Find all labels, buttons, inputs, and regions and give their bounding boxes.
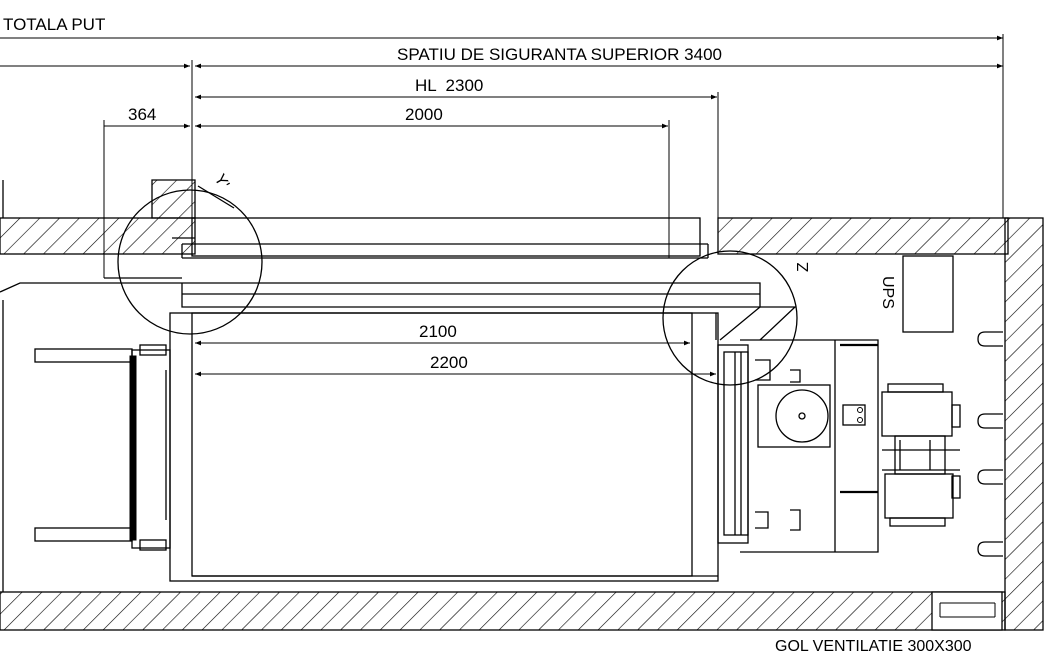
bottom-slab — [0, 591, 1006, 631]
label-safety-space: SPATIU DE SIGURANTA SUPERIOR 3400 — [397, 45, 722, 64]
label-detail-z: Z — [795, 262, 812, 272]
top-left-slab — [0, 217, 196, 255]
label-ventilation: GOL VENTILATIE 300X300 — [775, 638, 972, 653]
machine-assembly — [717, 339, 961, 553]
wall-brackets — [977, 331, 1003, 557]
top-right-slab — [717, 217, 1009, 255]
ups-box: UPS — [879, 255, 954, 333]
label-2100: 2100 — [419, 322, 457, 341]
label-2200: 2200 — [430, 353, 468, 372]
right-wall — [1004, 217, 1044, 631]
slab-step — [151, 179, 196, 219]
hatched-walls — [0, 179, 1044, 631]
label-hl: HL 2300 — [415, 76, 483, 95]
landing-door-lines — [0, 217, 797, 341]
left-guide-assembly — [34, 344, 171, 551]
label-detail-y: Y' — [211, 172, 233, 192]
label-364: 364 — [128, 105, 156, 124]
detail-circle-y — [117, 189, 263, 335]
dimension-lines — [0, 34, 1004, 377]
ups-label: UPS — [879, 276, 896, 309]
label-total-height: TOTALA PUT — [3, 15, 105, 34]
drawing-labels: TOTALA PUT SPATIU DE SIGURANTA SUPERIOR … — [3, 15, 972, 653]
ventilation-opening — [931, 591, 1003, 631]
detail-circle-z — [662, 250, 798, 386]
label-2000: 2000 — [405, 105, 443, 124]
